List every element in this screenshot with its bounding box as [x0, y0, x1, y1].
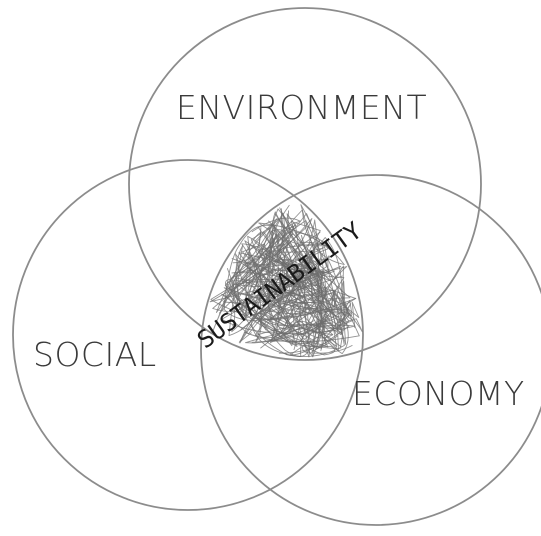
scribble-zigzag — [292, 256, 337, 292]
scribble-stroke — [222, 208, 333, 358]
scribble-stroke — [226, 223, 342, 347]
scribble-zigzag — [273, 207, 314, 273]
social-label: SOCIAL — [33, 335, 157, 374]
scribble-stroke — [270, 258, 321, 344]
scribble-zigzag — [224, 261, 305, 343]
scribble-zigzag — [257, 227, 307, 326]
scribble-stroke — [234, 231, 319, 357]
economy-label: ECONOMY — [352, 374, 525, 413]
scribble-stroke — [240, 209, 350, 353]
environment-circle — [128, 7, 482, 361]
environment-label: ENVIRONMENT — [176, 88, 427, 127]
scribble-stroke — [235, 260, 333, 338]
scribble-zigzag — [313, 291, 352, 350]
scribble-stroke — [221, 213, 337, 356]
scribble-zigzag — [316, 289, 353, 346]
scribble-zigzag — [241, 217, 278, 300]
scribble-zigzag — [232, 300, 345, 352]
scribble-stroke — [210, 227, 345, 327]
scribble-zigzag — [290, 221, 360, 329]
intersection-scribble — [209, 204, 363, 358]
scribble-stroke — [228, 244, 316, 351]
social-circle — [12, 159, 364, 511]
scribble-zigzag — [218, 213, 296, 314]
scribble-stroke — [221, 220, 334, 335]
economy-circle — [200, 174, 541, 526]
